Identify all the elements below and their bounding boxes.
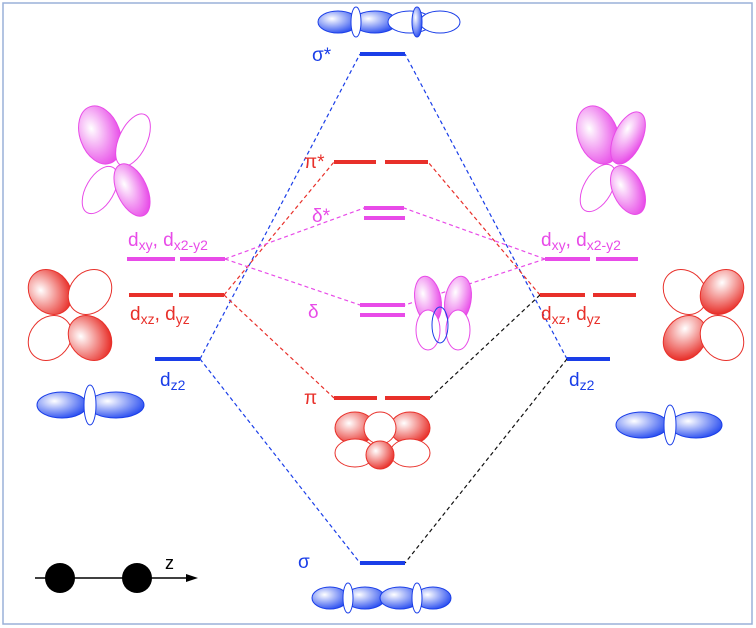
line-right-dz2-sigma-star — [404, 53, 568, 360]
atom-left — [45, 563, 75, 593]
orbital-right-dz2 — [615, 404, 723, 446]
label-pi-star: π* — [304, 152, 325, 173]
correlation-lines — [199, 53, 568, 564]
label-delta: δ — [308, 302, 319, 323]
label-right-dxz-dyz: dxz, dyz — [541, 304, 601, 327]
label-right-dxy-dx2y2: dxy, dx2-y2 — [541, 230, 621, 253]
label-sigma-star: σ* — [312, 45, 332, 66]
label-delta-star: δ* — [312, 206, 331, 227]
orbital-sigma — [311, 582, 452, 614]
mo-levels — [334, 52, 430, 565]
label-pi: π — [304, 388, 317, 409]
ao-levels — [127, 257, 638, 361]
line-right-dxy-delta-star — [403, 207, 546, 260]
orbital-sigma-star — [317, 6, 461, 38]
line-left-dz2-sigma — [199, 358, 361, 564]
axis-label-z: z — [165, 553, 174, 573]
label-left-dxy-dx2y2: dxy, dx2-y2 — [128, 230, 208, 253]
label-right-dz2: dz2 — [569, 370, 595, 393]
orbital-left-dz2 — [36, 384, 145, 426]
label-sigma: σ — [298, 552, 310, 573]
orbital-left-dxy — [78, 105, 151, 217]
label-left-dz2: dz2 — [160, 370, 186, 393]
label-left-dxz-dyz: dxz, dyz — [130, 304, 190, 327]
z-axis: z — [35, 553, 198, 593]
line-left-dxz-pi-star — [223, 161, 335, 296]
orbital-delta — [414, 275, 472, 351]
orbital-right-dxy — [576, 105, 646, 215]
line-left-dxy-delta — [224, 258, 361, 306]
arrow-icon — [186, 574, 198, 582]
orbital-right-dxz — [662, 269, 745, 361]
line-left-dz2-sigma-star — [199, 53, 361, 360]
line-right-dxz-pi-star — [427, 161, 541, 296]
orbital-pi — [334, 411, 431, 470]
line-right-dz2-sigma — [404, 358, 568, 564]
orbital-left-dxz — [27, 269, 113, 361]
atom-right — [122, 563, 152, 593]
line-left-dxy-delta-star — [224, 207, 365, 260]
